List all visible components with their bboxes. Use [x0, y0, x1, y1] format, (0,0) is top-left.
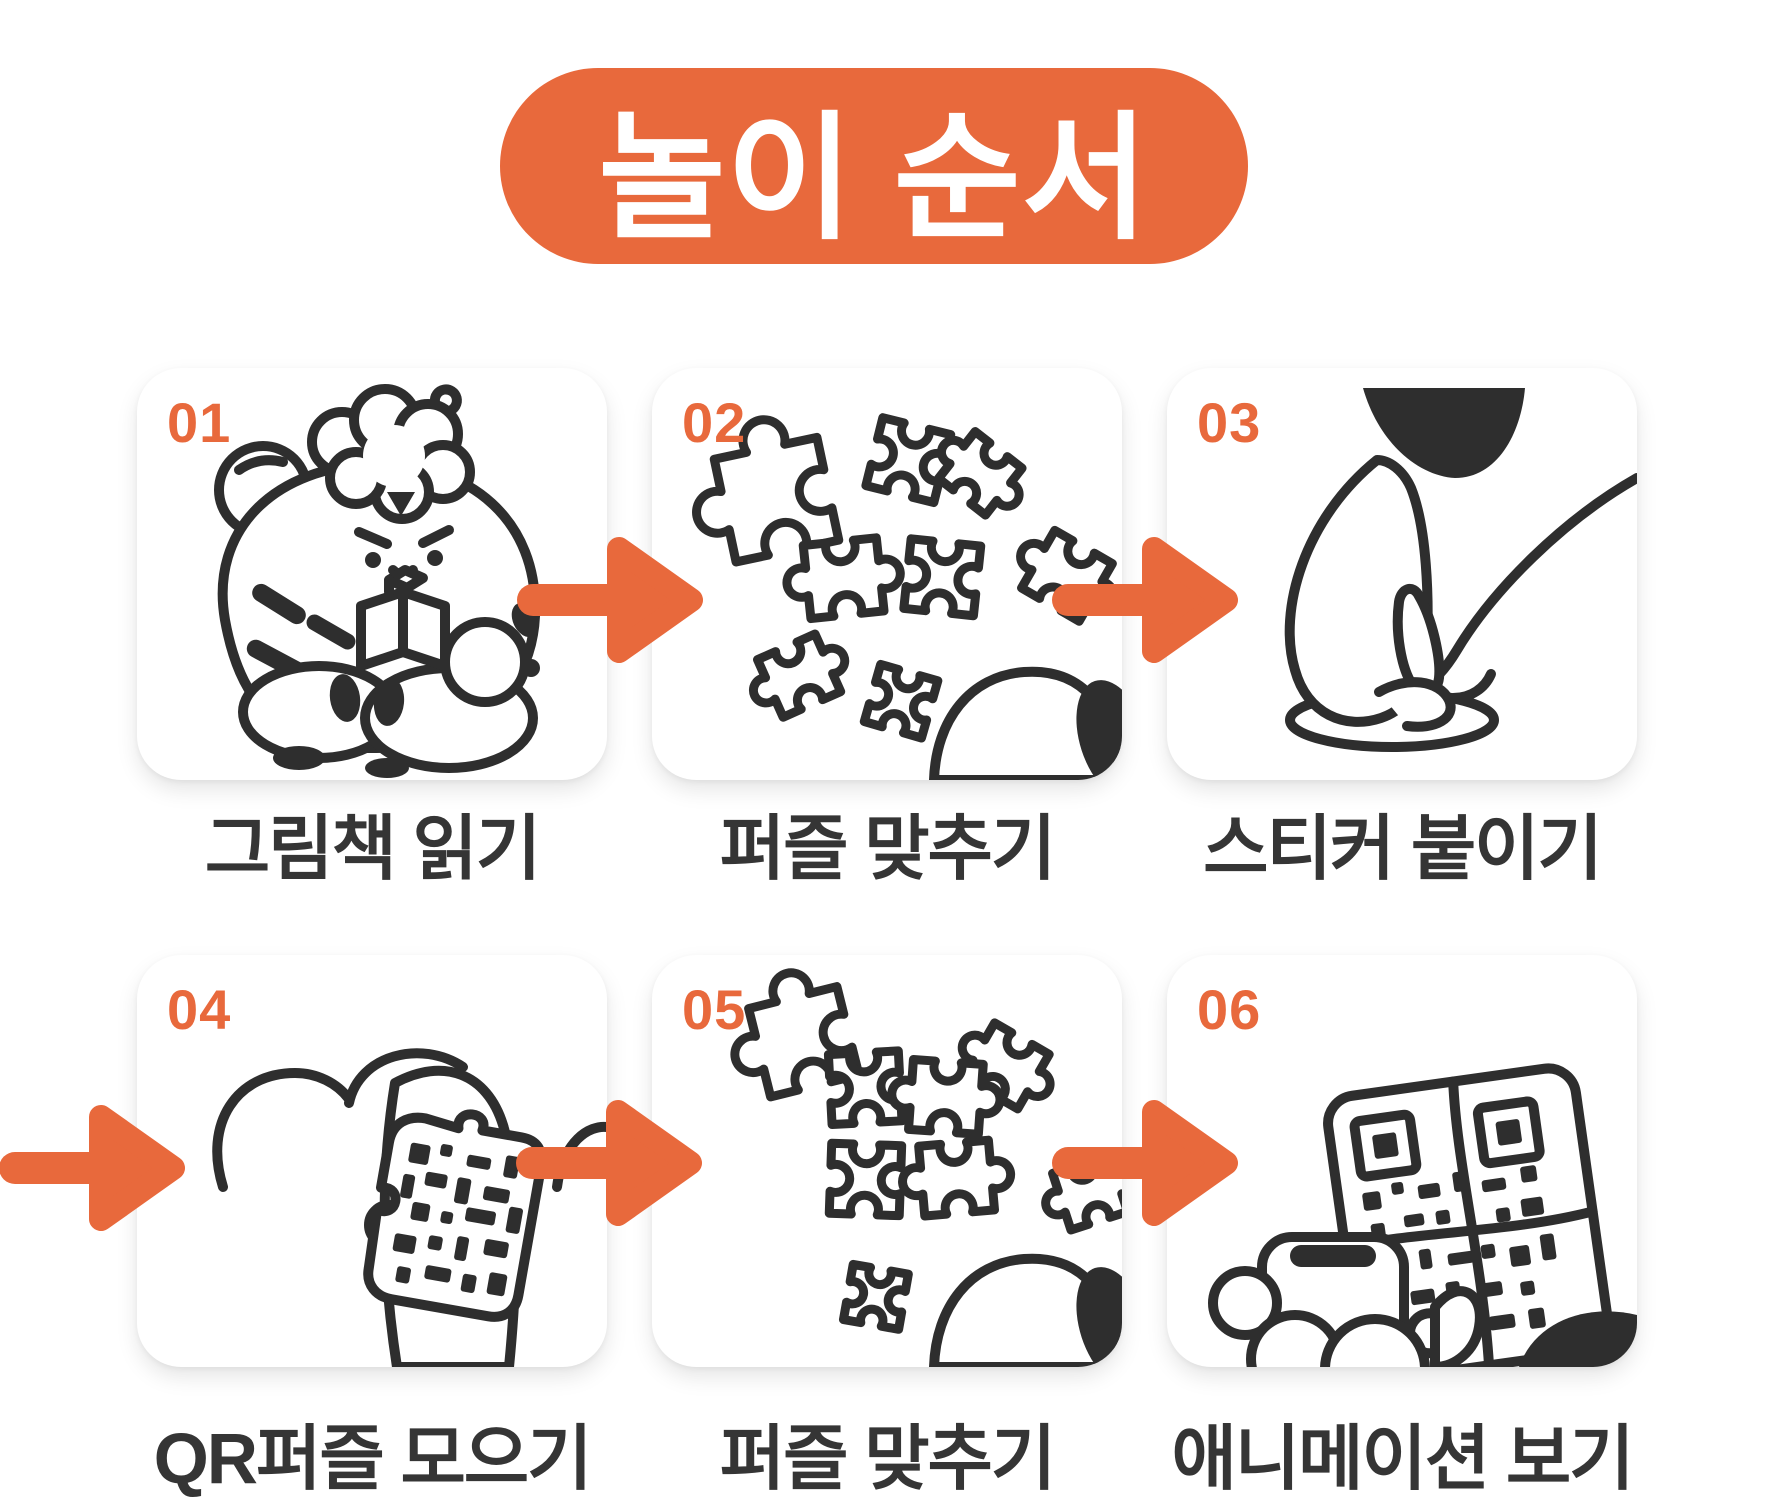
step-label-1: 그림책 읽기 — [204, 810, 541, 889]
qr-modules — [392, 1142, 523, 1297]
step-card-4: 04 — [137, 955, 607, 1367]
title-badge: 놀이 순서 — [500, 68, 1248, 264]
flower-icon — [307, 384, 475, 524]
page-title: 놀이 순서 — [598, 102, 1150, 256]
assembling-puzzle-pieces-icon — [652, 955, 1122, 1367]
step-number: 04 — [167, 978, 232, 1041]
right-arrow-icon — [1052, 537, 1238, 663]
step-number: 02 — [682, 391, 747, 454]
right-arrow-icon — [1052, 1100, 1238, 1226]
step-card-5: 05 — [652, 955, 1122, 1367]
tiger-toes — [273, 674, 409, 778]
right-arrow-icon — [516, 1100, 702, 1226]
step-label-3: 스티커 붙이기 — [1203, 810, 1603, 889]
step-card-6: 06 — [1167, 955, 1637, 1367]
step-number: 06 — [1197, 978, 1262, 1041]
scattered-puzzle-pieces-icon — [652, 368, 1122, 780]
paw-holding-qr-puzzle-piece-icon — [212, 1048, 607, 1367]
step-card-2: 02 — [652, 368, 1122, 780]
step-number: 01 — [167, 391, 232, 454]
book-icon — [356, 565, 450, 671]
step-label-5: 퍼즐 맞추기 — [719, 1420, 1056, 1499]
paw-pressing-sticker-icon — [1284, 388, 1637, 752]
phone-scanning-qr-code-icon — [1208, 1063, 1637, 1367]
step-number: 03 — [1197, 391, 1262, 454]
step-label-2: 퍼즐 맞추기 — [719, 810, 1056, 889]
step-card-3: 03 — [1167, 368, 1637, 780]
step-number: 05 — [682, 978, 747, 1041]
step-card-1: 01 — [137, 368, 607, 780]
right-arrow-icon — [0, 1105, 185, 1231]
tiger-reading-book-icon — [214, 384, 541, 778]
step-label-6: 애니메이션 보기 — [1171, 1420, 1635, 1499]
step-label-4: QR퍼즐 모으기 — [153, 1420, 593, 1499]
right-arrow-icon — [517, 537, 703, 663]
